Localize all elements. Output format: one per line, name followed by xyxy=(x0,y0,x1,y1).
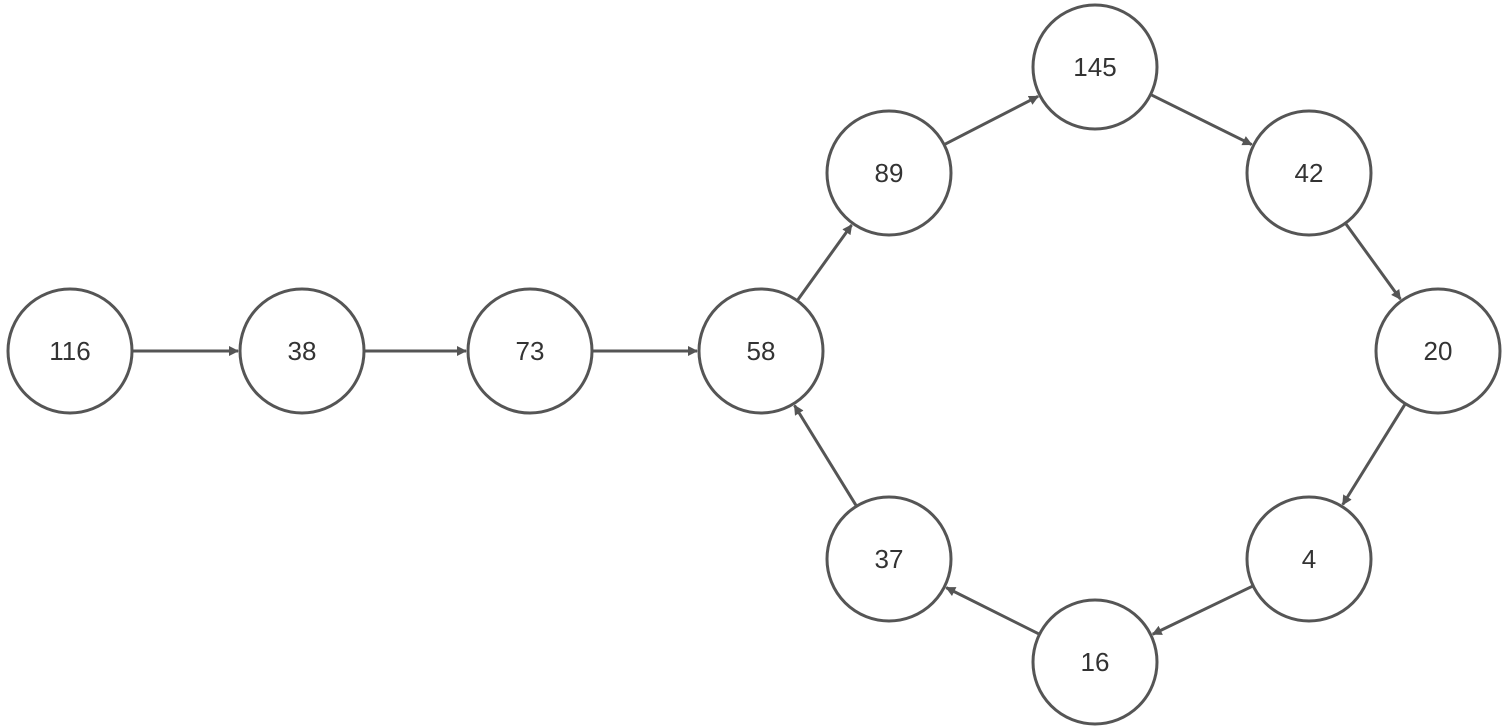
node-circle xyxy=(466,287,594,415)
node-4: 4 xyxy=(1245,495,1373,623)
node-label: 89 xyxy=(875,158,904,188)
node-circle xyxy=(825,495,953,623)
edge-arrow-4-to-16 xyxy=(1151,584,1253,636)
node-label: 38 xyxy=(288,336,317,366)
node-label: 16 xyxy=(1081,647,1110,677)
node-73: 73 xyxy=(466,287,594,415)
node-16: 16 xyxy=(1031,598,1159,726)
edge-arrow-37-to-58 xyxy=(793,404,858,507)
node-20: 20 xyxy=(1374,287,1502,415)
node-label: 58 xyxy=(747,336,776,366)
node-label: 116 xyxy=(49,336,90,366)
node-38: 38 xyxy=(238,287,366,415)
node-116: 116 xyxy=(6,287,134,415)
node-label: 20 xyxy=(1424,336,1453,366)
node-circle xyxy=(1031,598,1159,726)
node-label: 4 xyxy=(1302,544,1316,574)
node-37: 37 xyxy=(825,495,953,623)
node-circle xyxy=(6,287,134,415)
node-label: 42 xyxy=(1295,158,1324,188)
node-circle xyxy=(1245,495,1373,623)
node-circle xyxy=(697,287,825,415)
edges-layer xyxy=(133,93,1407,636)
edge-arrow-20-to-4 xyxy=(1341,403,1407,506)
node-circle xyxy=(1031,3,1159,131)
node-42: 42 xyxy=(1245,109,1373,237)
edge-arrow-16-to-37 xyxy=(945,586,1040,636)
edge-arrow-58-to-89 xyxy=(796,224,853,301)
node-145: 145 xyxy=(1031,3,1159,131)
node-circle xyxy=(825,109,953,237)
node-circle xyxy=(1245,109,1373,237)
node-label: 145 xyxy=(1073,52,1116,82)
nodes-layer: 116 38 73 58 89 145 42 20 4 16 37 xyxy=(6,3,1502,726)
node-89: 89 xyxy=(825,109,953,237)
node-circle xyxy=(238,287,366,415)
node-58: 58 xyxy=(697,287,825,415)
edge-arrow-89-to-145 xyxy=(944,94,1039,146)
node-label: 37 xyxy=(875,544,904,574)
node-circle xyxy=(1374,287,1502,415)
node-label: 73 xyxy=(516,336,545,366)
edge-arrow-145-to-42 xyxy=(1150,93,1253,146)
edge-arrow-42-to-20 xyxy=(1344,223,1402,301)
